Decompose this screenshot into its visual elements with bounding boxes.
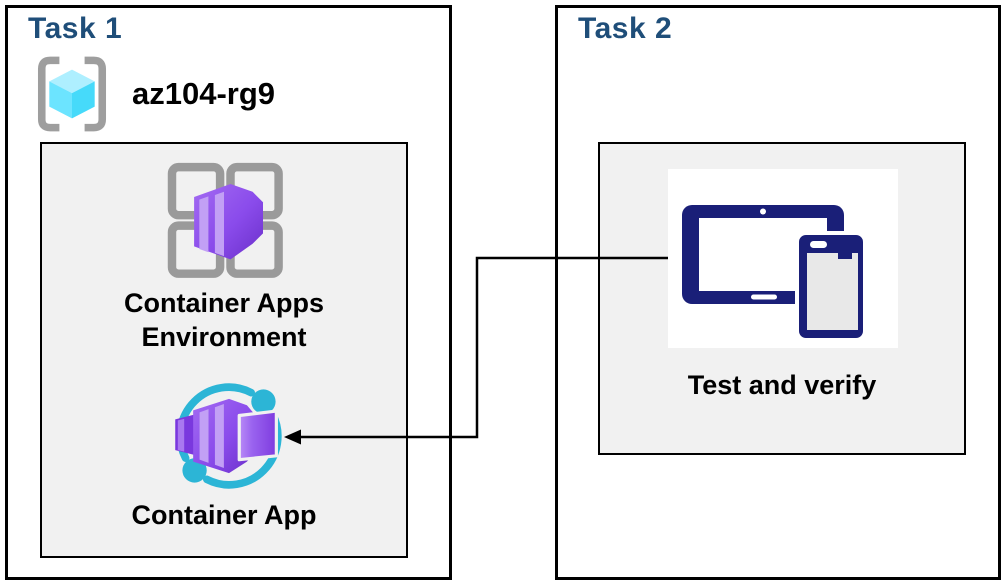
task1-title: Task 1 — [28, 12, 123, 45]
task2-inner-box: Test and verify — [598, 142, 966, 455]
container-app-icon — [175, 383, 282, 489]
container-apps-environment-icon — [167, 162, 283, 278]
device-card — [668, 169, 898, 348]
resource-group-label: az104-rg9 — [132, 76, 276, 111]
task2-box: Task 2 Test and verify — [555, 5, 1001, 580]
resource-group-icon — [37, 56, 107, 132]
test-and-verify-label: Test and verify — [687, 370, 877, 400]
container-app-label: Container App — [131, 500, 317, 530]
task1-box: Task 1 az104-rg9 — [5, 5, 452, 580]
container-apps-environment-label: Container Apps Environment — [123, 288, 324, 352]
devices-icon — [682, 205, 867, 342]
task1-inner-box: Container Apps Environment — [40, 142, 408, 558]
task2-title: Task 2 — [578, 12, 673, 45]
resource-group: az104-rg9 — [30, 54, 275, 134]
